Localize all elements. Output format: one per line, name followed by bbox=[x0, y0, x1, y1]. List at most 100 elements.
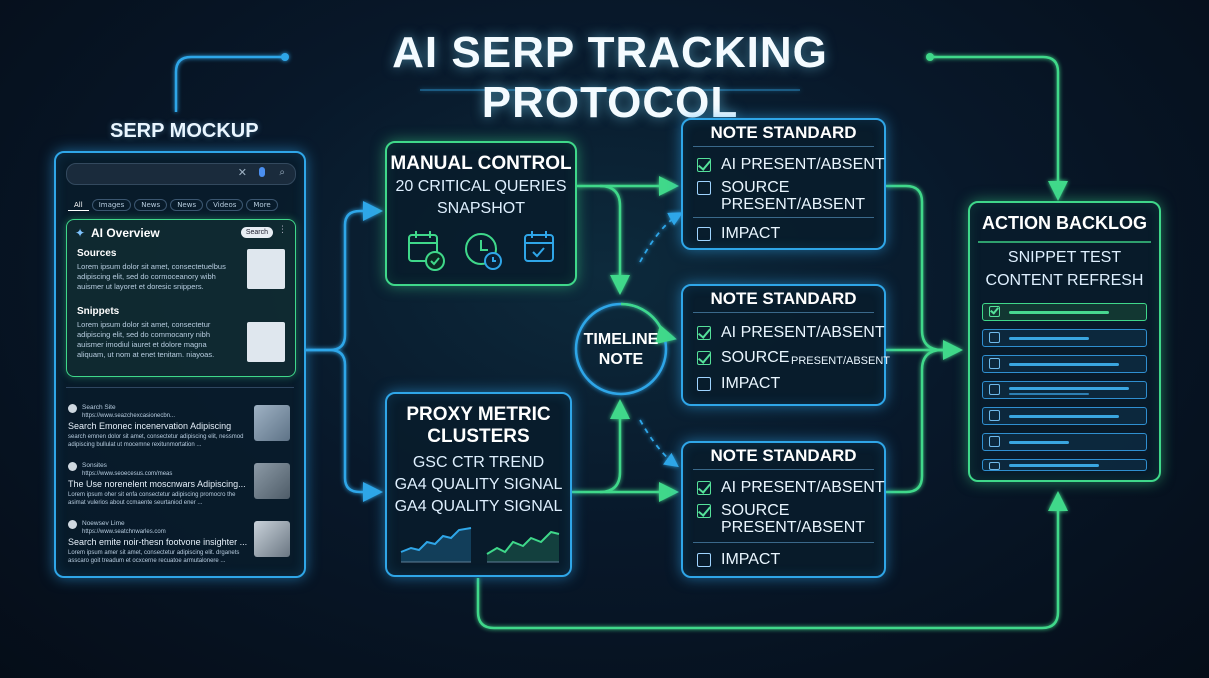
site-favicon-icon bbox=[68, 404, 77, 413]
checkbox-empty-icon[interactable] bbox=[989, 332, 1000, 343]
source-thumbnail[interactable] bbox=[247, 249, 285, 289]
checkbox-empty-icon[interactable] bbox=[697, 552, 711, 567]
backlog-item[interactable] bbox=[982, 303, 1147, 321]
tab-more[interactable]: More bbox=[246, 199, 278, 211]
backlog-item[interactable] bbox=[982, 381, 1147, 399]
search-bar[interactable]: ✕ ⌕ bbox=[66, 163, 296, 185]
sources-text: Lorem ipsum dolor sit amet, consectetuel… bbox=[77, 262, 226, 291]
tab-all[interactable]: All bbox=[68, 200, 89, 211]
checkbox-checked-icon[interactable] bbox=[697, 503, 711, 518]
action-backlog-title: ACTION BACKLOG bbox=[982, 213, 1147, 233]
ga4-quality-signal-text-2: GA4 QUALITY SIGNAL bbox=[394, 498, 563, 515]
backlog-item[interactable] bbox=[982, 459, 1147, 471]
divider bbox=[693, 312, 874, 313]
checkbox-empty-icon[interactable] bbox=[697, 180, 711, 195]
more-options-icon[interactable]: ⋮ bbox=[278, 225, 287, 235]
manual-to-timeline-arrow bbox=[599, 184, 630, 295]
result-url[interactable]: https://www.seoecesus.com/meas bbox=[82, 471, 173, 477]
result-url[interactable]: https://www.seazchexcasionecbn... bbox=[82, 413, 176, 419]
backlog-item[interactable] bbox=[982, 355, 1147, 373]
clock-icon bbox=[465, 233, 502, 270]
timeline-label-line1: TIMELINE bbox=[583, 331, 659, 348]
tab-images[interactable]: Images bbox=[91, 199, 132, 211]
title-right-connector bbox=[930, 55, 1068, 201]
calendar-check-icon bbox=[408, 231, 445, 271]
result-thumbnail[interactable] bbox=[254, 521, 290, 557]
note-standard-title: NOTE STANDARD bbox=[710, 289, 857, 308]
checkbox-checked-icon[interactable] bbox=[697, 157, 711, 172]
site-favicon-icon bbox=[68, 462, 77, 471]
action-backlog-box: ACTION BACKLOG SNIPPET TEST CONTENT REFR… bbox=[968, 201, 1161, 482]
backlog-item[interactable] bbox=[982, 407, 1147, 425]
proxy-title-line2: CLUSTERS bbox=[427, 426, 530, 447]
proxy-metric-box: PROXY METRIC CLUSTERS GSC CTR TREND GA4 … bbox=[385, 392, 572, 577]
note-standard-title: NOTE STANDARD bbox=[710, 123, 857, 142]
manual-icons bbox=[408, 231, 554, 271]
sparkle-icon: ✦ bbox=[75, 226, 86, 240]
backlog-item[interactable] bbox=[982, 433, 1147, 451]
tab-news-2[interactable]: News bbox=[170, 199, 204, 211]
tab-news[interactable]: News bbox=[134, 199, 168, 211]
manual-queries-text: 20 CRITICAL QUERIES bbox=[395, 178, 567, 195]
manual-snapshot-text: SNAPSHOT bbox=[436, 200, 525, 217]
blue-sparkline bbox=[400, 527, 472, 563]
checkbox-empty-icon[interactable] bbox=[697, 376, 711, 391]
result-title[interactable]: The Use norenelent moscnwars Adipiscing.… bbox=[68, 479, 246, 489]
result-site: Search Site bbox=[82, 404, 116, 411]
backlog-item[interactable] bbox=[982, 329, 1147, 347]
checkbox-empty-icon[interactable] bbox=[989, 384, 1000, 395]
ai-present-row[interactable]: AI PRESENT/ABSENT bbox=[697, 479, 885, 497]
title-left-connector bbox=[174, 55, 285, 112]
result-site: Noewsev Lime bbox=[82, 520, 125, 527]
impact-row[interactable]: IMPACT bbox=[697, 375, 780, 393]
checkbox-checked-icon[interactable] bbox=[989, 305, 1000, 317]
checkbox-checked-icon[interactable] bbox=[697, 480, 711, 495]
result-url[interactable]: https://www.seatchnwarles.com bbox=[82, 529, 166, 535]
note-standard-title: NOTE STANDARD bbox=[710, 446, 857, 465]
ai-overview-search-chip[interactable]: Search bbox=[240, 227, 273, 238]
snippet-thumbnail[interactable] bbox=[247, 322, 285, 362]
impact-row[interactable]: IMPACT bbox=[697, 225, 780, 243]
note3-to-backlog bbox=[886, 348, 943, 494]
checkbox-checked-icon[interactable] bbox=[697, 350, 711, 365]
serp-mockup-label: SERP MOCKUP bbox=[110, 120, 259, 142]
checkbox-empty-icon[interactable] bbox=[989, 462, 1000, 470]
result-description: Lorem ipsum oher sit enfa consectetur ad… bbox=[68, 492, 236, 506]
ai-present-row[interactable]: AI PRESENT/ABSENT bbox=[697, 324, 885, 342]
checkbox-empty-icon[interactable] bbox=[989, 410, 1000, 421]
checkbox-empty-icon[interactable] bbox=[697, 226, 711, 241]
result-thumbnail[interactable] bbox=[254, 463, 290, 499]
sources-heading: Sources bbox=[77, 248, 117, 259]
result-title[interactable]: Search Emonec incenervation Adipiscing bbox=[68, 421, 232, 431]
divider bbox=[978, 241, 1151, 243]
proxy-to-timeline-arrow bbox=[599, 399, 630, 494]
microphone-icon[interactable] bbox=[259, 167, 265, 177]
result-thumbnail[interactable] bbox=[254, 405, 290, 441]
divider bbox=[693, 217, 874, 218]
ai-present-row[interactable]: AI PRESENT/ABSENT bbox=[697, 156, 885, 174]
checkbox-empty-icon[interactable] bbox=[989, 436, 1000, 447]
snippets-heading: Snippets bbox=[77, 306, 120, 317]
impact-row[interactable]: IMPACT bbox=[697, 551, 780, 569]
ai-overview-title: AI Overview bbox=[91, 226, 160, 240]
search-icon[interactable]: ⌕ bbox=[279, 167, 285, 178]
timeline-label-line2: NOTE bbox=[598, 351, 644, 368]
checkbox-checked-icon[interactable] bbox=[697, 325, 711, 340]
clear-icon[interactable]: ✕ bbox=[237, 166, 247, 179]
search-result-2[interactable]: Sonsites https://www.seoecesus.com/meas … bbox=[68, 461, 296, 511]
snippet-test-text: SNIPPET TEST bbox=[1007, 249, 1122, 266]
search-result-1[interactable]: Search Site https://www.seazchexcasionec… bbox=[68, 403, 296, 453]
result-description: search emnen dolor sit amet, consectetur… bbox=[68, 434, 244, 448]
search-result-3[interactable]: Noewsev Lime https://www.seatchnwarles.c… bbox=[68, 519, 296, 569]
tab-videos[interactable]: Videos bbox=[206, 199, 244, 211]
checkbox-empty-icon[interactable] bbox=[989, 358, 1000, 369]
site-favicon-icon bbox=[68, 520, 77, 529]
result-title[interactable]: Search emite noir-thesn footvone insight… bbox=[68, 537, 248, 547]
result-site: Sonsites bbox=[82, 462, 107, 469]
